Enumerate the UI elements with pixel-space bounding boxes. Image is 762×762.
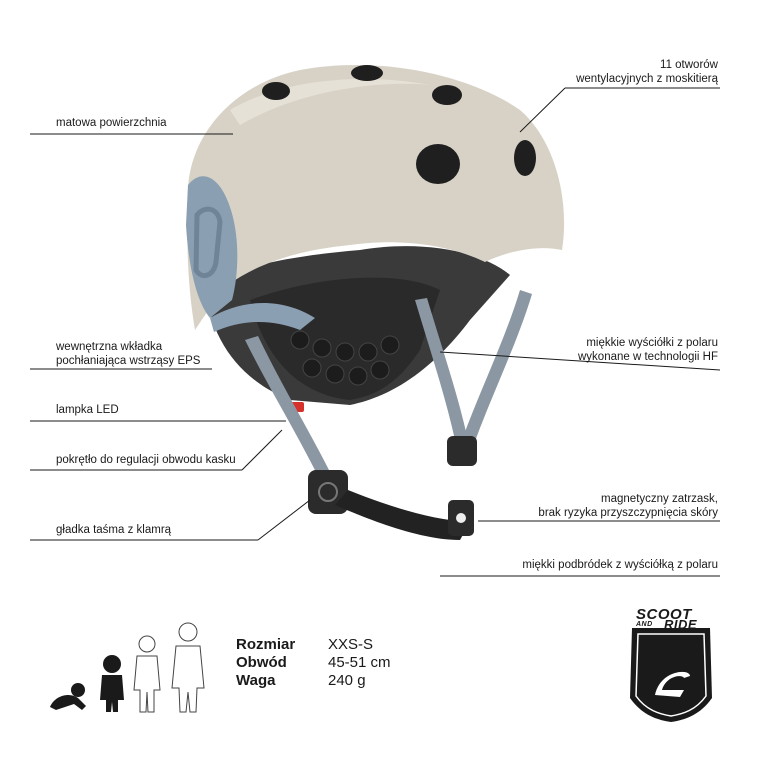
spec-row-circumference: Obwód 45-51 cm (236, 654, 391, 671)
spec-row-size: Rozmiar XXS-S (236, 636, 374, 653)
strap-buckle-right (447, 436, 477, 466)
brand-logo (630, 628, 712, 722)
callout-lines (30, 87, 721, 577)
chin-pad (335, 490, 470, 540)
crawling-baby-icon (50, 683, 86, 710)
vent-holes (262, 65, 536, 184)
brand-mark-icon (655, 671, 690, 697)
right-strap (462, 290, 532, 444)
callout-fleece-padding: miękkie wyściółki z polaru wykonane w te… (578, 337, 718, 363)
left-strap (245, 336, 332, 480)
logo-text-ride: RIDE (664, 617, 698, 632)
age-icons (50, 622, 205, 713)
older-child-icon (171, 622, 205, 713)
middle-strap (415, 298, 467, 440)
eps-texture (290, 330, 400, 386)
spec-row-weight: Waga 240 g (236, 672, 366, 689)
logo-text-and: AND (636, 621, 653, 628)
callout-matte-surface: matowa powierzchnia (56, 117, 167, 129)
toddler-icon (100, 655, 124, 712)
callout-adjust-dial: pokrętło do regulacji obwodu kasku (56, 454, 236, 466)
callout-eps-liner: wewnętrzna wkładka pochłaniająca wstrząs… (56, 341, 201, 367)
callout-smooth-strap: gładka taśma z klamrą (56, 524, 172, 536)
callout-magnetic-clasp: magnetyczny zatrzask, brak ryzyka przysz… (538, 493, 718, 519)
callout-led-light: lampka LED (56, 404, 119, 416)
callout-vents: 11 otworów wentylacyjnych z moskitierą (576, 59, 718, 85)
helmet-brim-accent (210, 302, 315, 332)
helmet-inner-padding (250, 277, 440, 400)
helmet-logo-mark (193, 206, 223, 279)
spec-table: Rozmiar XXS-S Obwód 45-51 cm Waga 240 g (236, 636, 391, 690)
callout-chin-pad: miękki podbródek z wyściółką z polaru (522, 559, 718, 571)
helmet-shell (187, 64, 565, 330)
child-icon (133, 635, 161, 713)
logo-text-scoot: SCOOT (636, 606, 692, 623)
